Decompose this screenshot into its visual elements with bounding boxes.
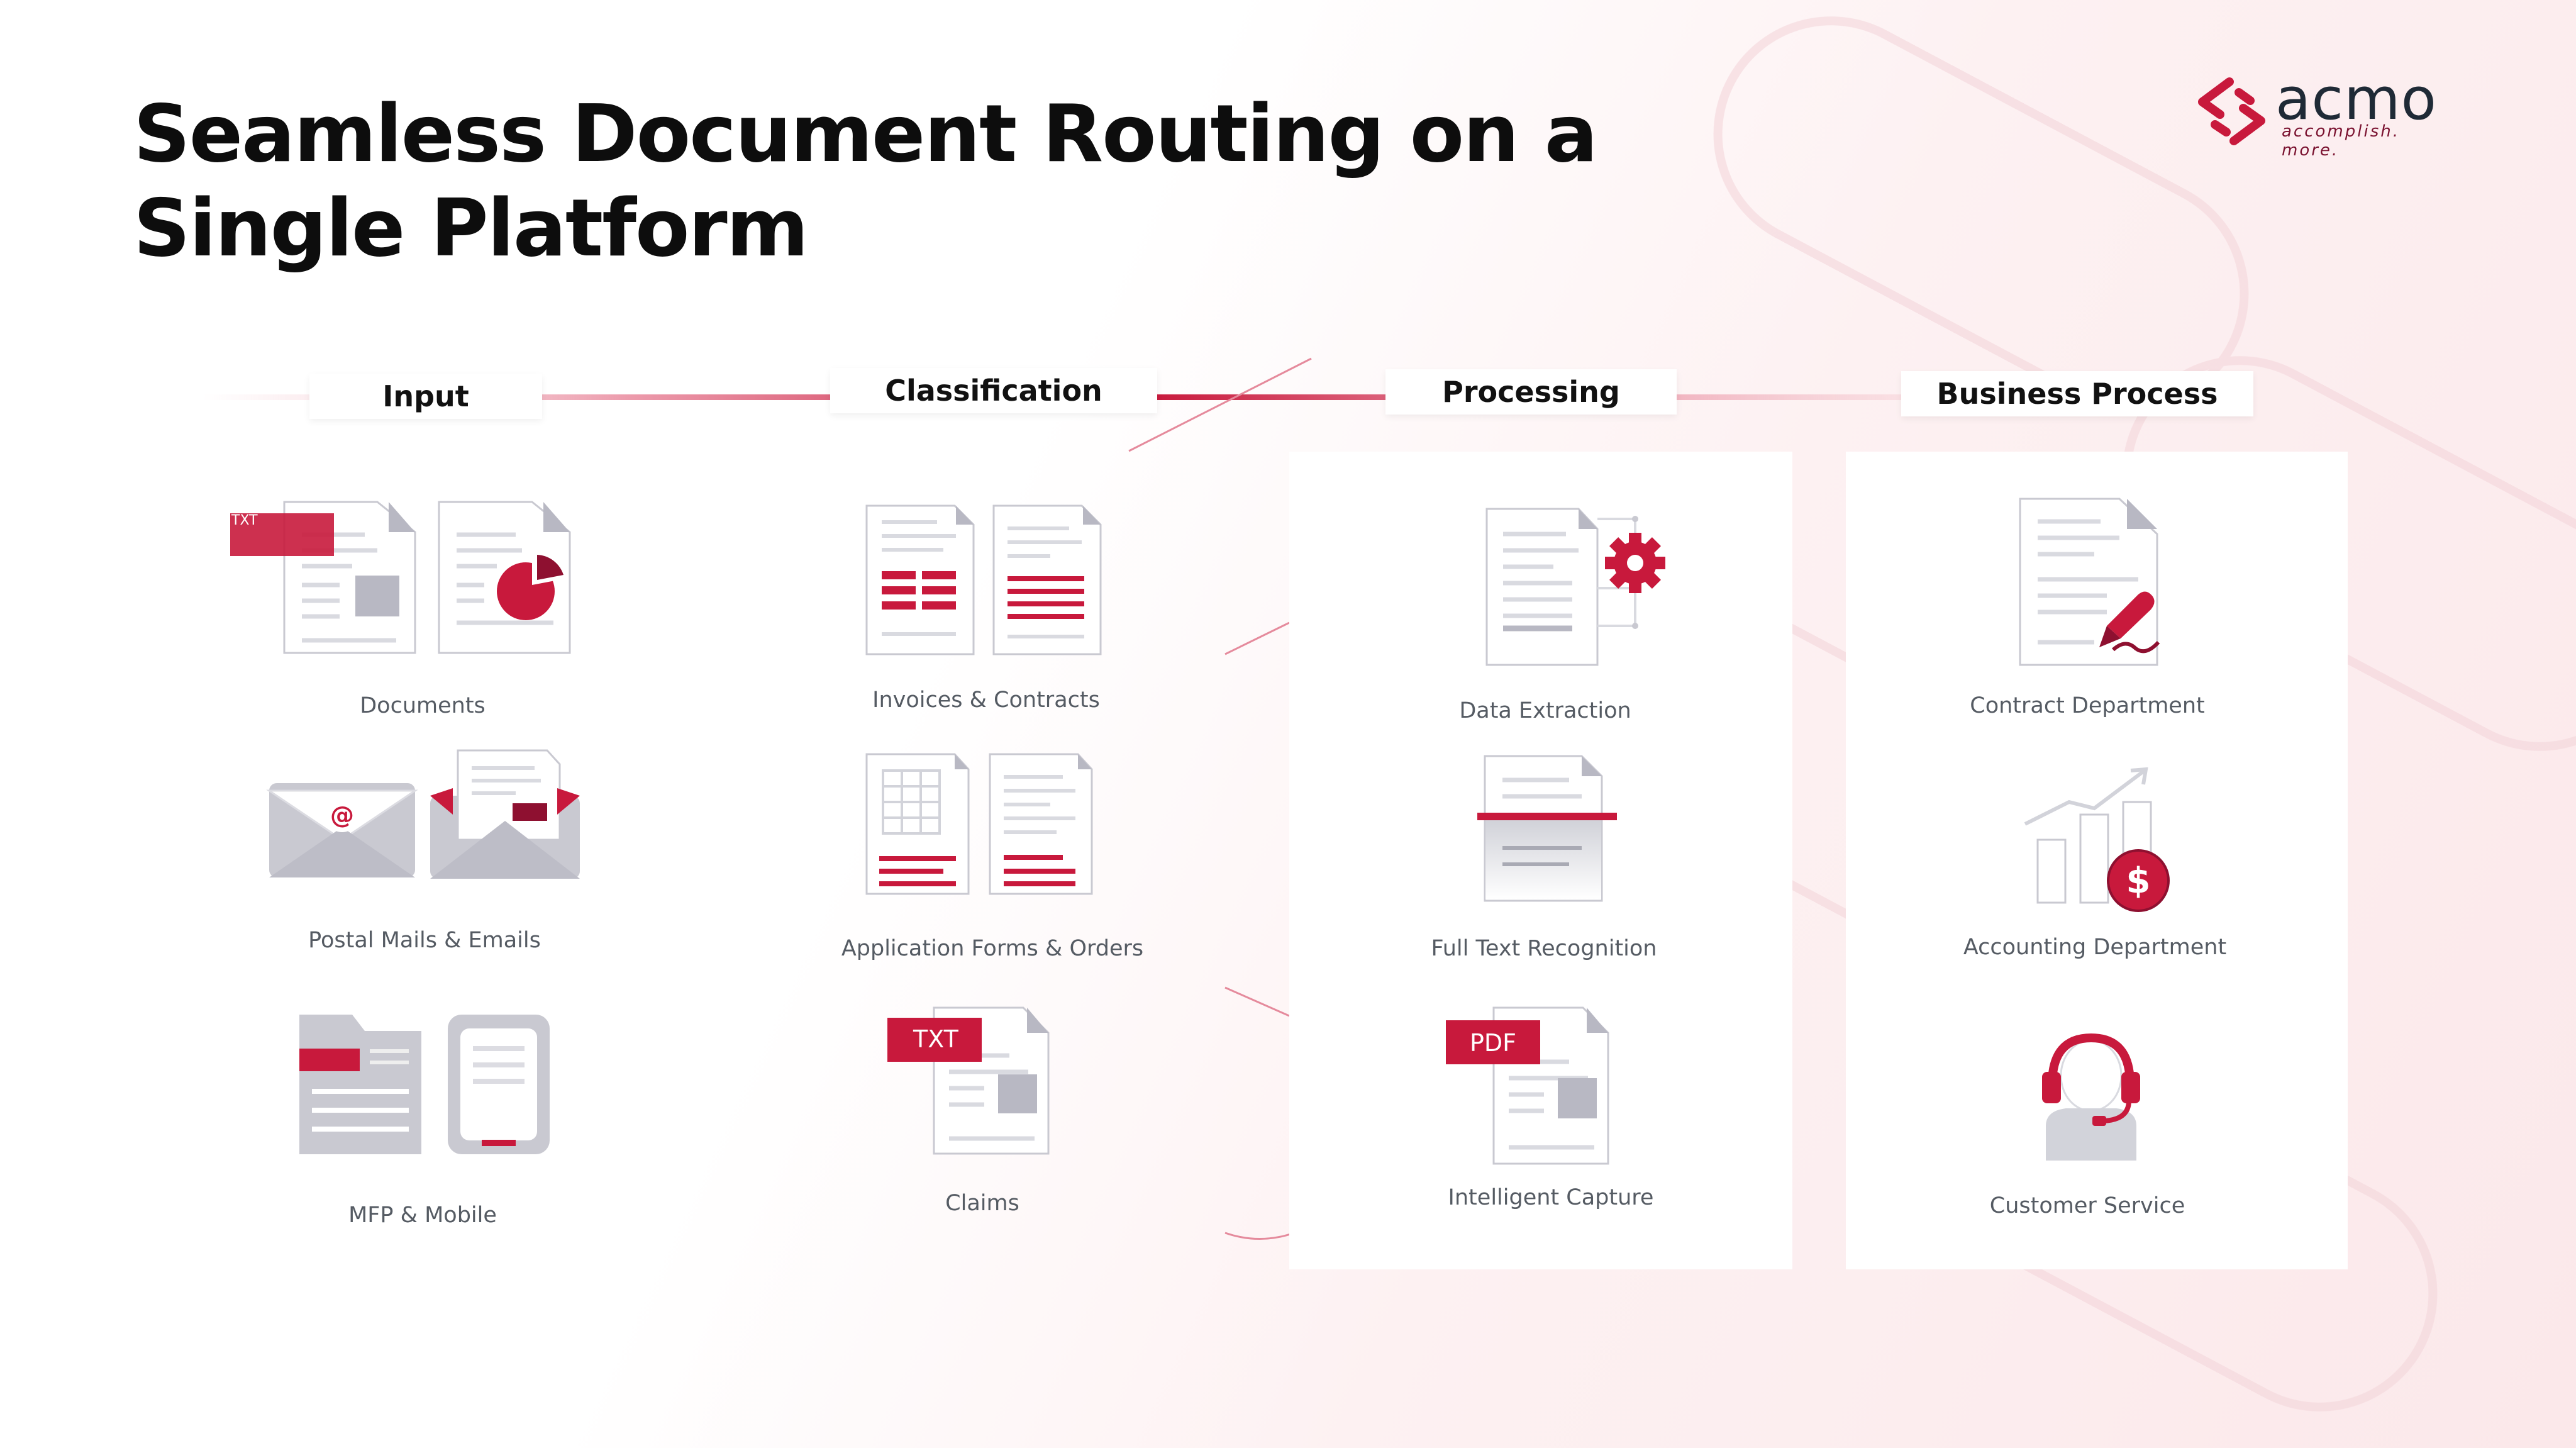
item-label: Documents <box>360 693 486 718</box>
document-icon <box>230 501 571 654</box>
scanner-icon <box>1477 755 1617 902</box>
stage-heading-text: Business Process <box>1936 377 2218 411</box>
logo-wordmark: acmo <box>2275 65 2437 133</box>
claims-icon <box>887 1006 1050 1155</box>
item-label: Accounting Department <box>1963 935 2227 960</box>
svg-text:$: $ <box>2126 860 2151 901</box>
item-label: Invoices & Contracts <box>872 688 1100 713</box>
title-line-2: Single Platform <box>133 182 809 274</box>
gear-document-icon <box>1485 508 1665 666</box>
dollar-chart-icon: $ <box>2024 767 2170 912</box>
stage-heading-text: Processing <box>1442 375 1620 409</box>
pdf-icon <box>1446 1006 1609 1165</box>
pdf-tag: PDF <box>1470 1029 1517 1057</box>
logo-tagline: accomplish. more. <box>2282 122 2400 160</box>
stage-heading-text: Input <box>382 379 469 413</box>
item-label: Data Extraction <box>1459 698 1631 723</box>
item-label: Full Text Recognition <box>1431 936 1657 961</box>
invoice-icon <box>865 504 1102 655</box>
item-label: Contract Department <box>1970 693 2205 718</box>
form-icon <box>865 753 1093 895</box>
acmo-logo: acmo accomplish. more. <box>2195 65 2459 160</box>
item-label: Customer Service <box>1989 1193 2185 1218</box>
item-label: Claims <box>945 1191 1019 1216</box>
txt-tag: TXT <box>231 513 258 528</box>
stage-heading-business-process: Business Process <box>1901 371 2253 416</box>
signature-icon <box>2019 498 2160 666</box>
txt-tag: TXT <box>913 1025 958 1053</box>
stage-heading-text: Classification <box>885 374 1102 408</box>
item-label: MFP & Mobile <box>348 1203 497 1228</box>
envelope-icon: @ <box>266 749 580 879</box>
logo-mark-icon <box>2198 77 2265 145</box>
item-label: Intelligent Capture <box>1448 1185 1654 1210</box>
svg-text:@: @ <box>330 801 354 829</box>
stage-heading-classification: Classification <box>830 368 1157 413</box>
page-title: Seamless Document Routing on a Single Pl… <box>133 87 1643 276</box>
title-line-1: Seamless Document Routing on a <box>133 87 1598 180</box>
item-label: Application Forms & Orders <box>841 936 1144 961</box>
stage-heading-input: Input <box>309 374 542 419</box>
item-label: Postal Mails & Emails <box>308 928 541 953</box>
headset-icon <box>2042 1033 2140 1161</box>
stage-heading-processing: Processing <box>1385 369 1677 415</box>
mobile-icon <box>299 1015 550 1154</box>
